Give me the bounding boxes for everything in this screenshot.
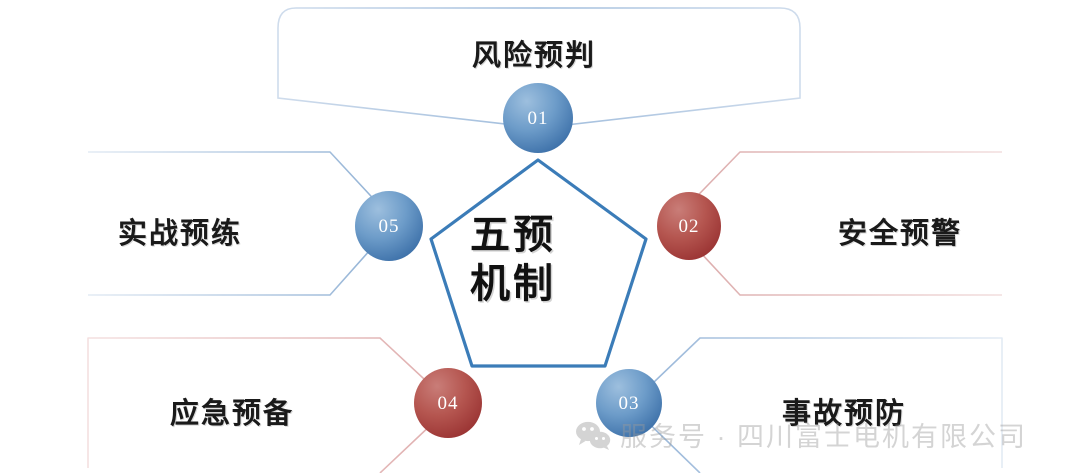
node-label-05: 实战预练 <box>118 218 243 250</box>
node-label-03: 事故预防 <box>782 398 907 430</box>
watermark: 服务号 · 四川富士电机有限公司 <box>575 415 1027 454</box>
center-pentagon-text: 五预 机制 <box>443 210 583 308</box>
node-circle-01[interactable] <box>503 83 573 153</box>
node-circle-04[interactable] <box>414 368 482 438</box>
node-label-02: 安全预警 <box>838 218 963 250</box>
node-circle-05[interactable] <box>355 191 423 261</box>
center-pentagon <box>429 158 648 368</box>
banner-bottom-right <box>629 337 1003 473</box>
center-text-line-2: 机制 <box>470 261 556 306</box>
wechat-icon <box>576 421 611 450</box>
node-circle-02[interactable] <box>657 192 721 260</box>
center-text-line-1: 五预 <box>470 212 556 257</box>
node-label-04: 应急预备 <box>170 398 295 430</box>
node-label-01: 风险预判 <box>472 40 597 72</box>
node-circle-03[interactable] <box>596 369 662 437</box>
banner-top <box>277 7 801 129</box>
watermark-text: 服务号 · 四川富士电机有限公司 <box>620 422 1027 452</box>
